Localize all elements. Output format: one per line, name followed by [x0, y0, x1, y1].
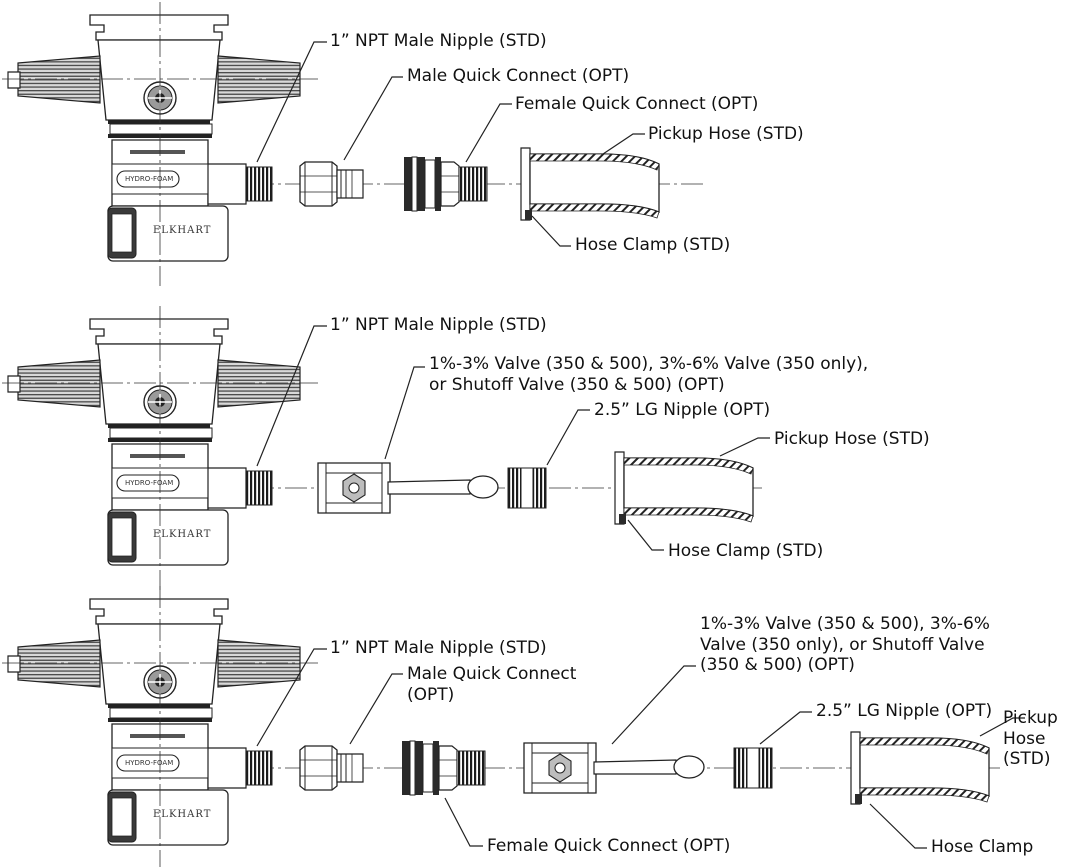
npt-nipple-3: [245, 750, 273, 786]
valve-label-2: 1%-3% Valve (350 & 500), 3%-6% Valve (35…: [429, 354, 869, 395]
npt-nipple-label-3: 1” NPT Male Nipple (STD): [330, 638, 547, 658]
model-marking-1: HYDRO-FOAM: [125, 175, 174, 183]
brand-marking-1: ELKHART: [153, 225, 212, 236]
leaders-2: [256, 325, 770, 551]
female-quick-connect-1: [403, 156, 488, 212]
brand-marking-2: ELKHART: [153, 529, 212, 540]
lg-nipple-3: [733, 747, 773, 789]
npt-nipple-1: [245, 166, 273, 202]
pickup-hose-label-3: Pickup Hose (STD): [1003, 708, 1058, 770]
eductor-2: [1, 305, 319, 591]
female-quick-connect-label-1: Female Quick Connect (OPT): [515, 94, 759, 114]
brand-marking-3: ELKHART: [153, 809, 212, 820]
male-quick-connect-label-1: Male Quick Connect (OPT): [407, 66, 630, 86]
valve-3: [523, 742, 705, 794]
npt-nipple-label-1: 1” NPT Male Nipple (STD): [330, 31, 547, 51]
pickup-hose-label-2: Pickup Hose (STD): [774, 429, 930, 449]
pickup-hose-1: [520, 147, 660, 221]
hose-clamp-label-3: Hose Clamp: [931, 837, 1034, 857]
female-quick-connect-3: [401, 740, 486, 796]
eductor-1: [1, 1, 319, 287]
hose-clamp-label-2: Hose Clamp (STD): [668, 541, 824, 561]
leaders-3: [256, 648, 1025, 849]
model-marking-2: HYDRO-FOAM: [125, 479, 174, 487]
pickup-hose-2: [614, 451, 754, 525]
male-quick-connect-label-3: Male Quick Connect (OPT): [407, 664, 577, 705]
model-marking-3: HYDRO-FOAM: [125, 759, 174, 767]
pickup-hose-label-1: Pickup Hose (STD): [648, 124, 804, 144]
leaders-1: [256, 41, 645, 247]
pickup-hose-3: [850, 731, 990, 805]
assembly-1: [1, 1, 705, 287]
valve-2: [317, 462, 499, 514]
npt-nipple-2: [245, 470, 273, 506]
male-quick-connect-3: [299, 745, 364, 791]
lg-nipple-2: [507, 467, 547, 509]
npt-nipple-label-2: 1” NPT Male Nipple (STD): [330, 315, 547, 335]
lg-nipple-label-3: 2.5” LG Nipple (OPT): [816, 701, 993, 721]
hose-clamp-label-1: Hose Clamp (STD): [575, 235, 731, 255]
assembly-2: [1, 305, 770, 591]
eductor-3: [1, 585, 319, 867]
lg-nipple-label-2: 2.5” LG Nipple (OPT): [594, 400, 771, 420]
male-quick-connect-1: [299, 161, 364, 207]
assembly-3: [1, 585, 1025, 867]
valve-label-3: 1%-3% Valve (350 & 500), 3%-6% Valve (35…: [700, 614, 990, 676]
female-quick-connect-label-3: Female Quick Connect (OPT): [487, 836, 731, 856]
